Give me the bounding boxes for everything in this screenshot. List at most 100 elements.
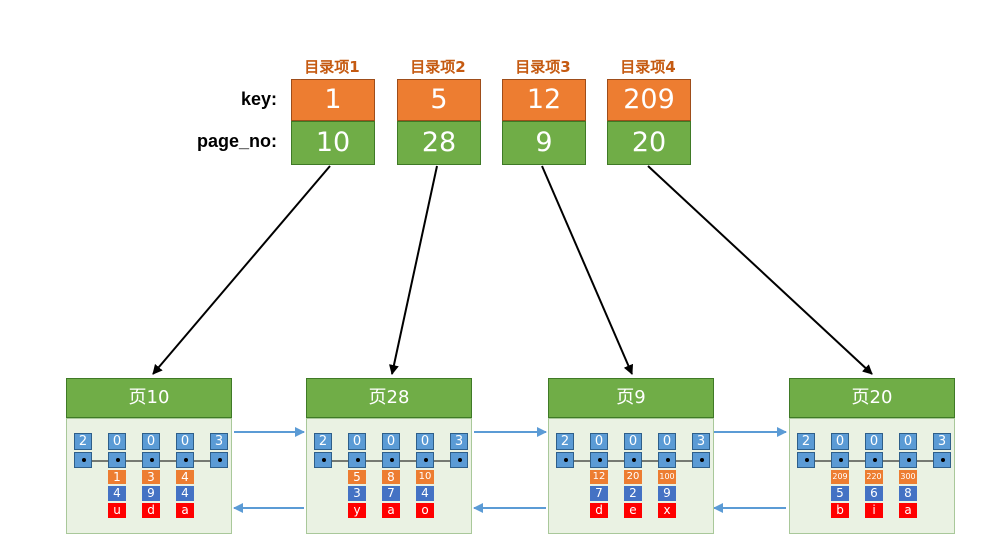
record-char: e <box>624 503 642 518</box>
record-header: 0 <box>899 433 917 450</box>
next-record-pointer <box>590 452 608 468</box>
page-title: 页28 <box>306 378 472 418</box>
record-header: 0 <box>590 433 608 450</box>
directory-entry-page-no: 10 <box>291 121 375 165</box>
pointer-dot <box>805 458 809 462</box>
pointer-dot <box>632 458 636 462</box>
record-number: 9 <box>142 486 160 501</box>
record-char: a <box>176 503 194 518</box>
pointer-arrow-1 <box>152 165 331 375</box>
record-char: d <box>142 503 160 518</box>
pointer-dot <box>184 458 188 462</box>
next-record-pointer <box>176 452 194 468</box>
next-record-pointer <box>692 452 710 468</box>
record-header: 0 <box>865 433 883 450</box>
next-record-pointer <box>348 452 366 468</box>
record-char: u <box>108 503 126 518</box>
next-record-pointer <box>210 452 228 468</box>
next-record-pointer <box>314 452 332 468</box>
page-title: 页20 <box>789 378 955 418</box>
next-record-pointer <box>865 452 883 468</box>
record-key: 4 <box>176 470 194 484</box>
pointer-dot <box>116 458 120 462</box>
record-char: o <box>416 503 434 518</box>
record-number: 4 <box>176 486 194 501</box>
record-header: 0 <box>382 433 400 450</box>
pointer-dot <box>424 458 428 462</box>
key-row-label: key: <box>240 89 277 109</box>
next-record-pointer <box>831 452 849 468</box>
next-record-pointer <box>142 452 160 468</box>
record-char: b <box>831 503 849 518</box>
pointer-dot <box>666 458 670 462</box>
record-key: 10 <box>416 470 434 484</box>
record-header: 0 <box>658 433 676 450</box>
next-record-pointer <box>899 452 917 468</box>
directory-entry-key: 12 <box>502 79 586 121</box>
pointer-dot <box>907 458 911 462</box>
page-title: 页9 <box>548 378 714 418</box>
directory-entry-title: 目录项4 <box>620 58 676 76</box>
record-header: 0 <box>348 433 366 450</box>
pointer-arrow-4 <box>647 165 873 375</box>
pointer-arrow-2 <box>389 165 438 375</box>
record-number: 8 <box>899 486 917 501</box>
record-header: 0 <box>624 433 642 450</box>
sibling-arrows <box>233 427 787 513</box>
directory-entry-key: 5 <box>397 79 481 121</box>
record-key: 20 <box>624 470 642 484</box>
pointer-dot <box>598 458 602 462</box>
record-char: a <box>382 503 400 518</box>
pointer-dot <box>839 458 843 462</box>
pointer-dot <box>390 458 394 462</box>
record-number: 6 <box>865 486 883 501</box>
pointer-dot <box>564 458 568 462</box>
record-number: 4 <box>108 486 126 501</box>
pointer-dot <box>941 458 945 462</box>
page-title: 页10 <box>66 378 232 418</box>
record-key: 209 <box>831 470 849 484</box>
record-number: 7 <box>382 486 400 501</box>
next-record-pointer <box>416 452 434 468</box>
infimum-record-header: 2 <box>74 433 92 450</box>
directory-pointer-arrows <box>152 165 873 375</box>
next-record-pointer <box>933 452 951 468</box>
record-number: 4 <box>416 486 434 501</box>
pointer-dot <box>82 458 86 462</box>
record-key: 3 <box>142 470 160 484</box>
pointer-dot <box>218 458 222 462</box>
record-number: 2 <box>624 486 642 501</box>
infimum-record-header: 2 <box>797 433 815 450</box>
pointer-dot <box>150 458 154 462</box>
next-record-pointer <box>74 452 92 468</box>
pointer-dot <box>322 458 326 462</box>
directory-entry-title: 目录项3 <box>515 58 571 76</box>
next-record-pointer <box>382 452 400 468</box>
record-key: 5 <box>348 470 366 484</box>
infimum-record-header: 2 <box>314 433 332 450</box>
record-number: 3 <box>348 486 366 501</box>
next-record-pointer <box>797 452 815 468</box>
record-header: 0 <box>831 433 849 450</box>
next-record-pointer <box>658 452 676 468</box>
supremum-record-header: 3 <box>692 433 710 450</box>
record-key: 100 <box>658 470 676 484</box>
record-key: 220 <box>865 470 883 484</box>
directory-entry-page-no: 28 <box>397 121 481 165</box>
record-key: 1 <box>108 470 126 484</box>
record-char: y <box>348 503 366 518</box>
supremum-record-header: 3 <box>450 433 468 450</box>
record-key: 8 <box>382 470 400 484</box>
record-number: 7 <box>590 486 608 501</box>
pointer-dot <box>458 458 462 462</box>
supremum-record-header: 3 <box>933 433 951 450</box>
next-record-pointer <box>108 452 126 468</box>
directory-entry-key: 1 <box>291 79 375 121</box>
next-record-pointer <box>556 452 574 468</box>
pointer-dot <box>356 458 360 462</box>
pointer-dot <box>700 458 704 462</box>
record-char: i <box>865 503 883 518</box>
record-header: 0 <box>142 433 160 450</box>
